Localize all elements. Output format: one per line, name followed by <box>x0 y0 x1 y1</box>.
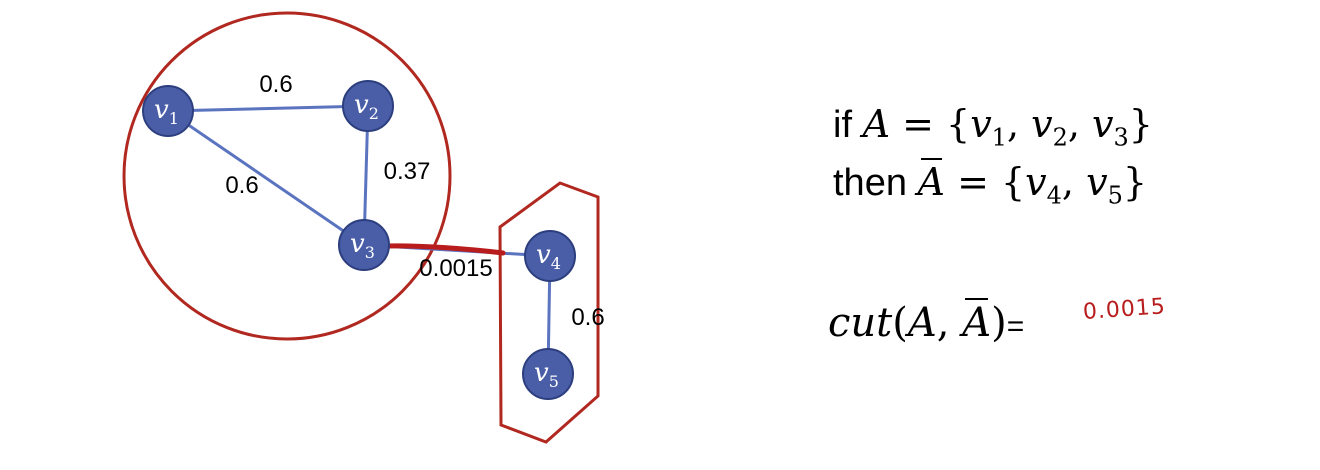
node-circle-v2 <box>342 80 394 132</box>
eq1-close: } <box>1128 102 1153 146</box>
node-label-v4: v4 <box>536 240 561 273</box>
edge-v1-v2 <box>167 104 369 113</box>
node-v4: v4 <box>524 230 576 282</box>
equation-set-a-complement: then A = {v4, v5} <box>833 158 1148 210</box>
eq1-equals: = { <box>890 102 971 146</box>
cut-edge-highlight <box>383 243 506 256</box>
partition-a-bar-hexagon <box>498 181 600 444</box>
eq3-tail: = <box>1006 310 1025 343</box>
eq2-comma-0: , <box>1061 160 1087 204</box>
weights-layer: 0.6 0.37 0.6 0.0015 0.6 <box>225 71 604 331</box>
node-v1: v1 <box>142 85 194 137</box>
eq1-comma-1: , <box>1067 102 1093 146</box>
eq3-a: A <box>907 300 937 346</box>
eq1-item-sub-2: 3 <box>1113 123 1129 152</box>
node-circle-v1 <box>142 85 194 137</box>
node-circle-v3 <box>338 219 390 271</box>
partition-a-circle <box>122 11 452 341</box>
edge-weight-v2-v3: 0.37 <box>384 158 431 185</box>
eq1-comma-0: , <box>1006 102 1032 146</box>
node-v5: v5 <box>522 348 574 400</box>
edge-weight-v1-v2: 0.6 <box>259 71 292 98</box>
eq1-prefix: if <box>833 104 863 146</box>
node-v3: v3 <box>338 219 390 271</box>
edge-weight-v3-v4: 0.0015 <box>419 255 492 282</box>
eq3-open: ( <box>892 300 908 346</box>
equation-cut: cut(A, A)= <box>828 298 1025 346</box>
edge-weight-v1-v3: 0.6 <box>225 172 258 199</box>
eq2-item-sub-0: 4 <box>1046 181 1062 210</box>
eq1-item-sub-1: 2 <box>1052 123 1068 152</box>
eq2-prefix: then <box>833 162 918 204</box>
eq2-lhs: A <box>917 158 945 204</box>
eq2-item-0: v4 <box>1025 160 1062 210</box>
eq1-lhs: A <box>862 102 891 146</box>
eq1-item-0: v1 <box>970 102 1007 152</box>
eq3-close: ) <box>991 300 1007 346</box>
eq2-item-1: v5 <box>1086 160 1123 210</box>
eq2-equals: = { <box>944 160 1026 204</box>
edge-weight-v4-v5: 0.6 <box>571 304 604 331</box>
equation-set-a: if A = {v1, v2, v3} <box>833 102 1153 152</box>
eq1-item-2: v3 <box>1092 102 1129 152</box>
eq1-item-1: v2 <box>1031 102 1068 152</box>
eq3-b: A <box>962 298 992 346</box>
node-circle-v4 <box>524 230 576 282</box>
node-label-v5: v5 <box>534 358 559 391</box>
eq2-close: } <box>1122 160 1148 204</box>
nodes-layer: v1 v2 v3 v4 v5 <box>142 80 576 400</box>
edge-v1-v3 <box>167 109 365 247</box>
node-label-v3: v3 <box>350 229 375 262</box>
node-circle-v5 <box>522 348 574 400</box>
node-label-v2: v2 <box>354 90 379 123</box>
eq3-fn: cut <box>828 300 893 346</box>
eq1-item-sub-0: 1 <box>991 123 1007 152</box>
node-v2: v2 <box>342 80 394 132</box>
eq2-item-sub-1: 5 <box>1107 181 1123 210</box>
node-label-v1: v1 <box>154 95 179 128</box>
eq3-comma: , <box>936 300 963 346</box>
